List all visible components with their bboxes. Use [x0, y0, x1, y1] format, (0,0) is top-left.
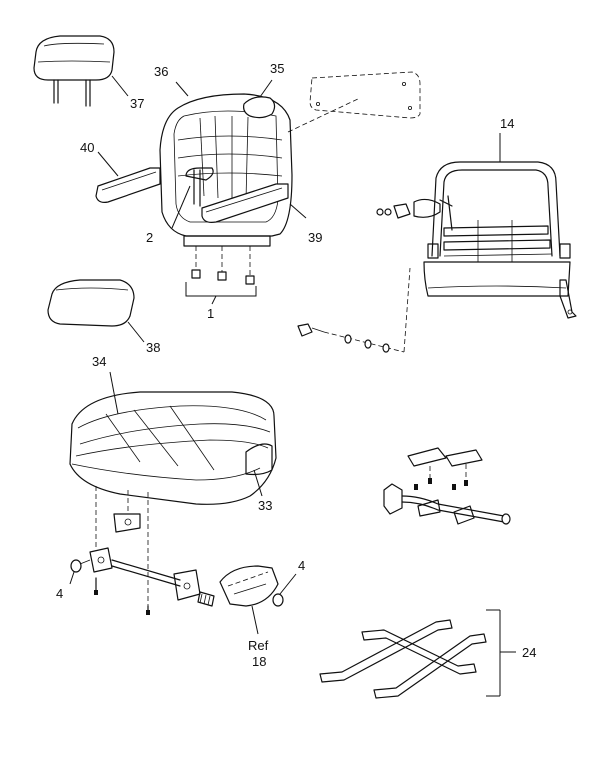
callout-40: 40: [80, 140, 94, 155]
callout-33: 33: [258, 498, 272, 513]
seat-back-36: [159, 79, 293, 247]
headrest-37: [33, 35, 129, 107]
callout-14: 14: [500, 116, 514, 131]
armrest-39: [201, 183, 307, 223]
callout-ref-label: Ref: [248, 638, 269, 653]
callout-ref-18: 18: [252, 654, 266, 669]
callout-1: 1: [207, 306, 214, 321]
latch-assembly: [383, 447, 511, 525]
armrest-40: [95, 151, 161, 203]
arm-hinge-2: [171, 167, 214, 229]
callout-34: 34: [92, 354, 106, 369]
seat-back-frame-14: [376, 133, 577, 319]
spring-mat-24: [319, 609, 516, 699]
callout-2: 2: [146, 230, 153, 245]
callout-39: 39: [308, 230, 322, 245]
bolt-and-washers: [297, 267, 411, 353]
back-panel: [287, 71, 421, 133]
callout-36: 36: [154, 64, 168, 79]
callout-37: 37: [130, 96, 144, 111]
callout-4-right: 4: [298, 558, 305, 573]
callout-4-left: 4: [56, 586, 63, 601]
callout-35: 35: [270, 61, 284, 76]
headrest-38: [47, 279, 145, 343]
seat-adjuster-track: [69, 486, 297, 635]
seat-cushion-34: [69, 371, 277, 505]
callout-38: 38: [146, 340, 160, 355]
callout-24: 24: [522, 645, 536, 660]
clips-1: [185, 246, 257, 305]
